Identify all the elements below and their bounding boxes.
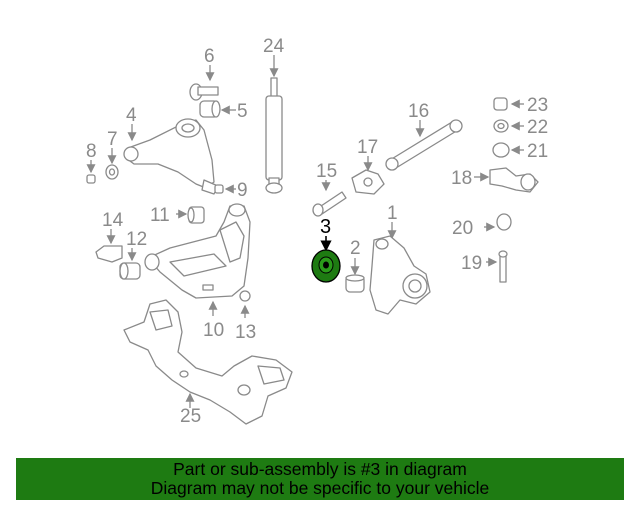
callout-20: 20	[452, 218, 473, 239]
banner-line-1: Part or sub-assembly is #3 in diagram	[173, 459, 467, 479]
bolt-part-19[interactable]	[486, 250, 508, 283]
nut-part-8[interactable]	[86, 160, 96, 184]
callout-9: 9	[237, 180, 248, 201]
shock-absorber-part-24[interactable]	[265, 55, 283, 194]
callout-11: 11	[150, 205, 170, 226]
strut-rod-part-16[interactable]	[385, 119, 463, 171]
callout-2: 2	[350, 238, 361, 259]
callout-6: 6	[204, 46, 215, 67]
bushing-part-21[interactable]	[492, 142, 524, 158]
steering-knuckle-part-1[interactable]	[369, 222, 431, 315]
callout-14: 14	[102, 210, 124, 231]
bracket-part-18[interactable]	[474, 167, 539, 193]
nut-part-9[interactable]	[214, 184, 236, 194]
callout-5: 5	[237, 101, 248, 122]
crossmember-part-25[interactable]	[123, 299, 293, 425]
bracket-part-14[interactable]	[95, 229, 123, 263]
callout-3: 3	[320, 216, 331, 238]
callout-21: 21	[527, 141, 548, 162]
banner-line-2: Diagram may not be specific to your vehi…	[150, 478, 490, 498]
callout-8: 8	[86, 141, 97, 162]
bushing-part-12[interactable]	[119, 248, 141, 280]
callout-13: 13	[235, 322, 256, 343]
callout-1: 1	[387, 203, 398, 224]
parts-diagram: 1 2 3 4 5 6 7 8 9 10 11 12 13 14 15 16 1…	[86, 36, 548, 427]
callout-7: 7	[107, 129, 118, 150]
washer-part-22[interactable]	[493, 119, 524, 133]
callout-22: 22	[527, 117, 548, 138]
callout-18: 18	[451, 168, 472, 189]
callout-23: 23	[527, 95, 548, 116]
bushing-part-2[interactable]	[345, 258, 365, 293]
bushing-part-11[interactable]	[176, 206, 205, 224]
callout-25: 25	[180, 406, 201, 427]
bushing-part-5[interactable]	[199, 100, 236, 118]
callout-10: 10	[203, 320, 224, 341]
lower-control-arm-part-10[interactable]	[144, 203, 251, 316]
callout-17: 17	[357, 137, 378, 158]
ball-joint-part-13[interactable]	[239, 290, 251, 318]
info-banner: Part or sub-assembly is #3 in diagram Di…	[16, 458, 624, 500]
callout-4: 4	[126, 105, 137, 126]
nut-part-20[interactable]	[484, 213, 512, 232]
callout-24: 24	[263, 36, 285, 57]
callout-16: 16	[408, 101, 429, 122]
bolt-part-15[interactable]	[312, 180, 347, 217]
callout-19: 19	[461, 253, 482, 274]
bracket-part-17[interactable]	[351, 156, 385, 195]
upper-control-arm-part-4[interactable]	[123, 118, 219, 195]
callout-12: 12	[126, 229, 147, 250]
nut-part-23[interactable]	[493, 97, 524, 111]
callout-15: 15	[316, 161, 337, 182]
bolt-part-6[interactable]	[189, 65, 219, 101]
highlighted-part-3[interactable]	[311, 236, 341, 283]
washer-part-7[interactable]	[105, 148, 119, 180]
